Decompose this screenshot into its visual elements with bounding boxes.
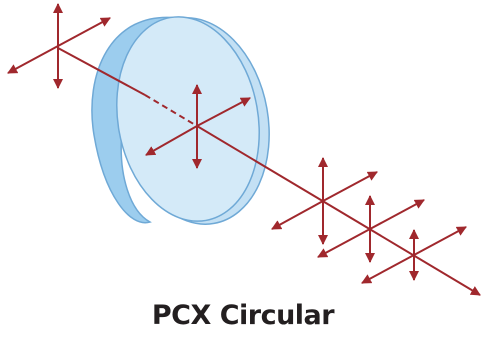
ray-outgoing-segment xyxy=(196,125,481,296)
optical-axis-ray xyxy=(57,47,481,296)
ray-hidden-segment xyxy=(144,94,198,127)
polarization-cross-1 xyxy=(7,3,111,89)
polarization-cross-5 xyxy=(361,226,467,284)
polarization-cross-2 xyxy=(145,84,251,169)
polarization-cross-3 xyxy=(271,157,378,245)
ray-incoming-segment xyxy=(57,47,146,96)
polarization-cross-4 xyxy=(317,195,425,263)
lens-type-caption: PCX Circular xyxy=(151,300,335,331)
lens-front-face xyxy=(116,16,260,222)
pcx-lens-diagram xyxy=(7,3,481,296)
